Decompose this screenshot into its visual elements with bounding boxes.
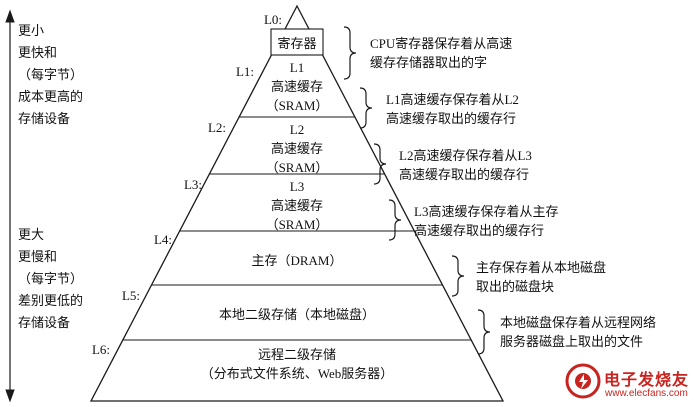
- annotation-l3: L3高速缓存保存着从主存 高速缓存取出的缓存行: [414, 204, 559, 238]
- level-text-l2: L2 高速缓存 （SRAM）: [265, 122, 329, 175]
- level-text-l0: 寄存器: [277, 36, 317, 51]
- watermark-url: www.elecfans.com: [605, 388, 688, 399]
- register-box: [270, 28, 324, 56]
- brace-icon-l0: [343, 26, 357, 80]
- level-tag-l5: L5:: [121, 288, 140, 303]
- brace-icon-l4: [451, 255, 465, 297]
- level-tag-l1: L1:: [235, 64, 254, 79]
- level-tag-l3: L3:: [183, 177, 202, 192]
- brace-icon-l5l6: [477, 309, 491, 355]
- brace-icon-l3: [388, 199, 402, 241]
- left-bottom-label: 更大 更慢和 （每字节） 差别更低的 存储设备: [18, 227, 84, 330]
- brace-icon-l2: [373, 143, 387, 185]
- level-tag-l0: L0:: [263, 12, 282, 27]
- level-divider-lines: [123, 116, 471, 341]
- annotation-l2: L2高速缓存保存着从L3 高速缓存取出的缓存行: [399, 148, 532, 182]
- brace-icon-l1: [359, 87, 373, 129]
- annotation-l5l6: 本地磁盘保存着从远程网络 服务器磁盘上取出的文件: [500, 315, 657, 349]
- level-text-l6: 远程二级存储 （分布式文件系统、Web服务器）: [200, 347, 394, 381]
- level-text-l4: 主存（DRAM）: [251, 253, 343, 268]
- level-tag-l4: L4:: [153, 232, 172, 247]
- annotation-l4: 主存保存着从本地磁盘 取出的磁盘块: [476, 260, 607, 294]
- level-tag-l6: L6:: [91, 342, 110, 357]
- annotation-l1: L1高速缓存保存着从L2 高速缓存取出的缓存行: [386, 92, 519, 126]
- watermark-brand: 电子发烧友: [604, 372, 690, 389]
- level-text-l3: L3 高速缓存 （SRAM）: [265, 179, 329, 232]
- annotation-l0: CPU寄存器保存着从高速 缓存存储器取出的字: [370, 36, 513, 70]
- level-text-l5: 本地二级存储（本地磁盘）: [218, 307, 375, 322]
- level-tag-l2: L2:: [207, 120, 226, 135]
- level-text-l1: L1 高速缓存 （SRAM）: [265, 60, 329, 113]
- vertical-axis-arrow-icon: [5, 9, 15, 403]
- left-top-label: 更小 更快和 （每字节） 成本更高的 存储设备: [18, 23, 84, 126]
- pyramid-outline: [89, 4, 505, 402]
- elecfans-logo-icon: [565, 363, 601, 399]
- brace-icons: [343, 26, 491, 355]
